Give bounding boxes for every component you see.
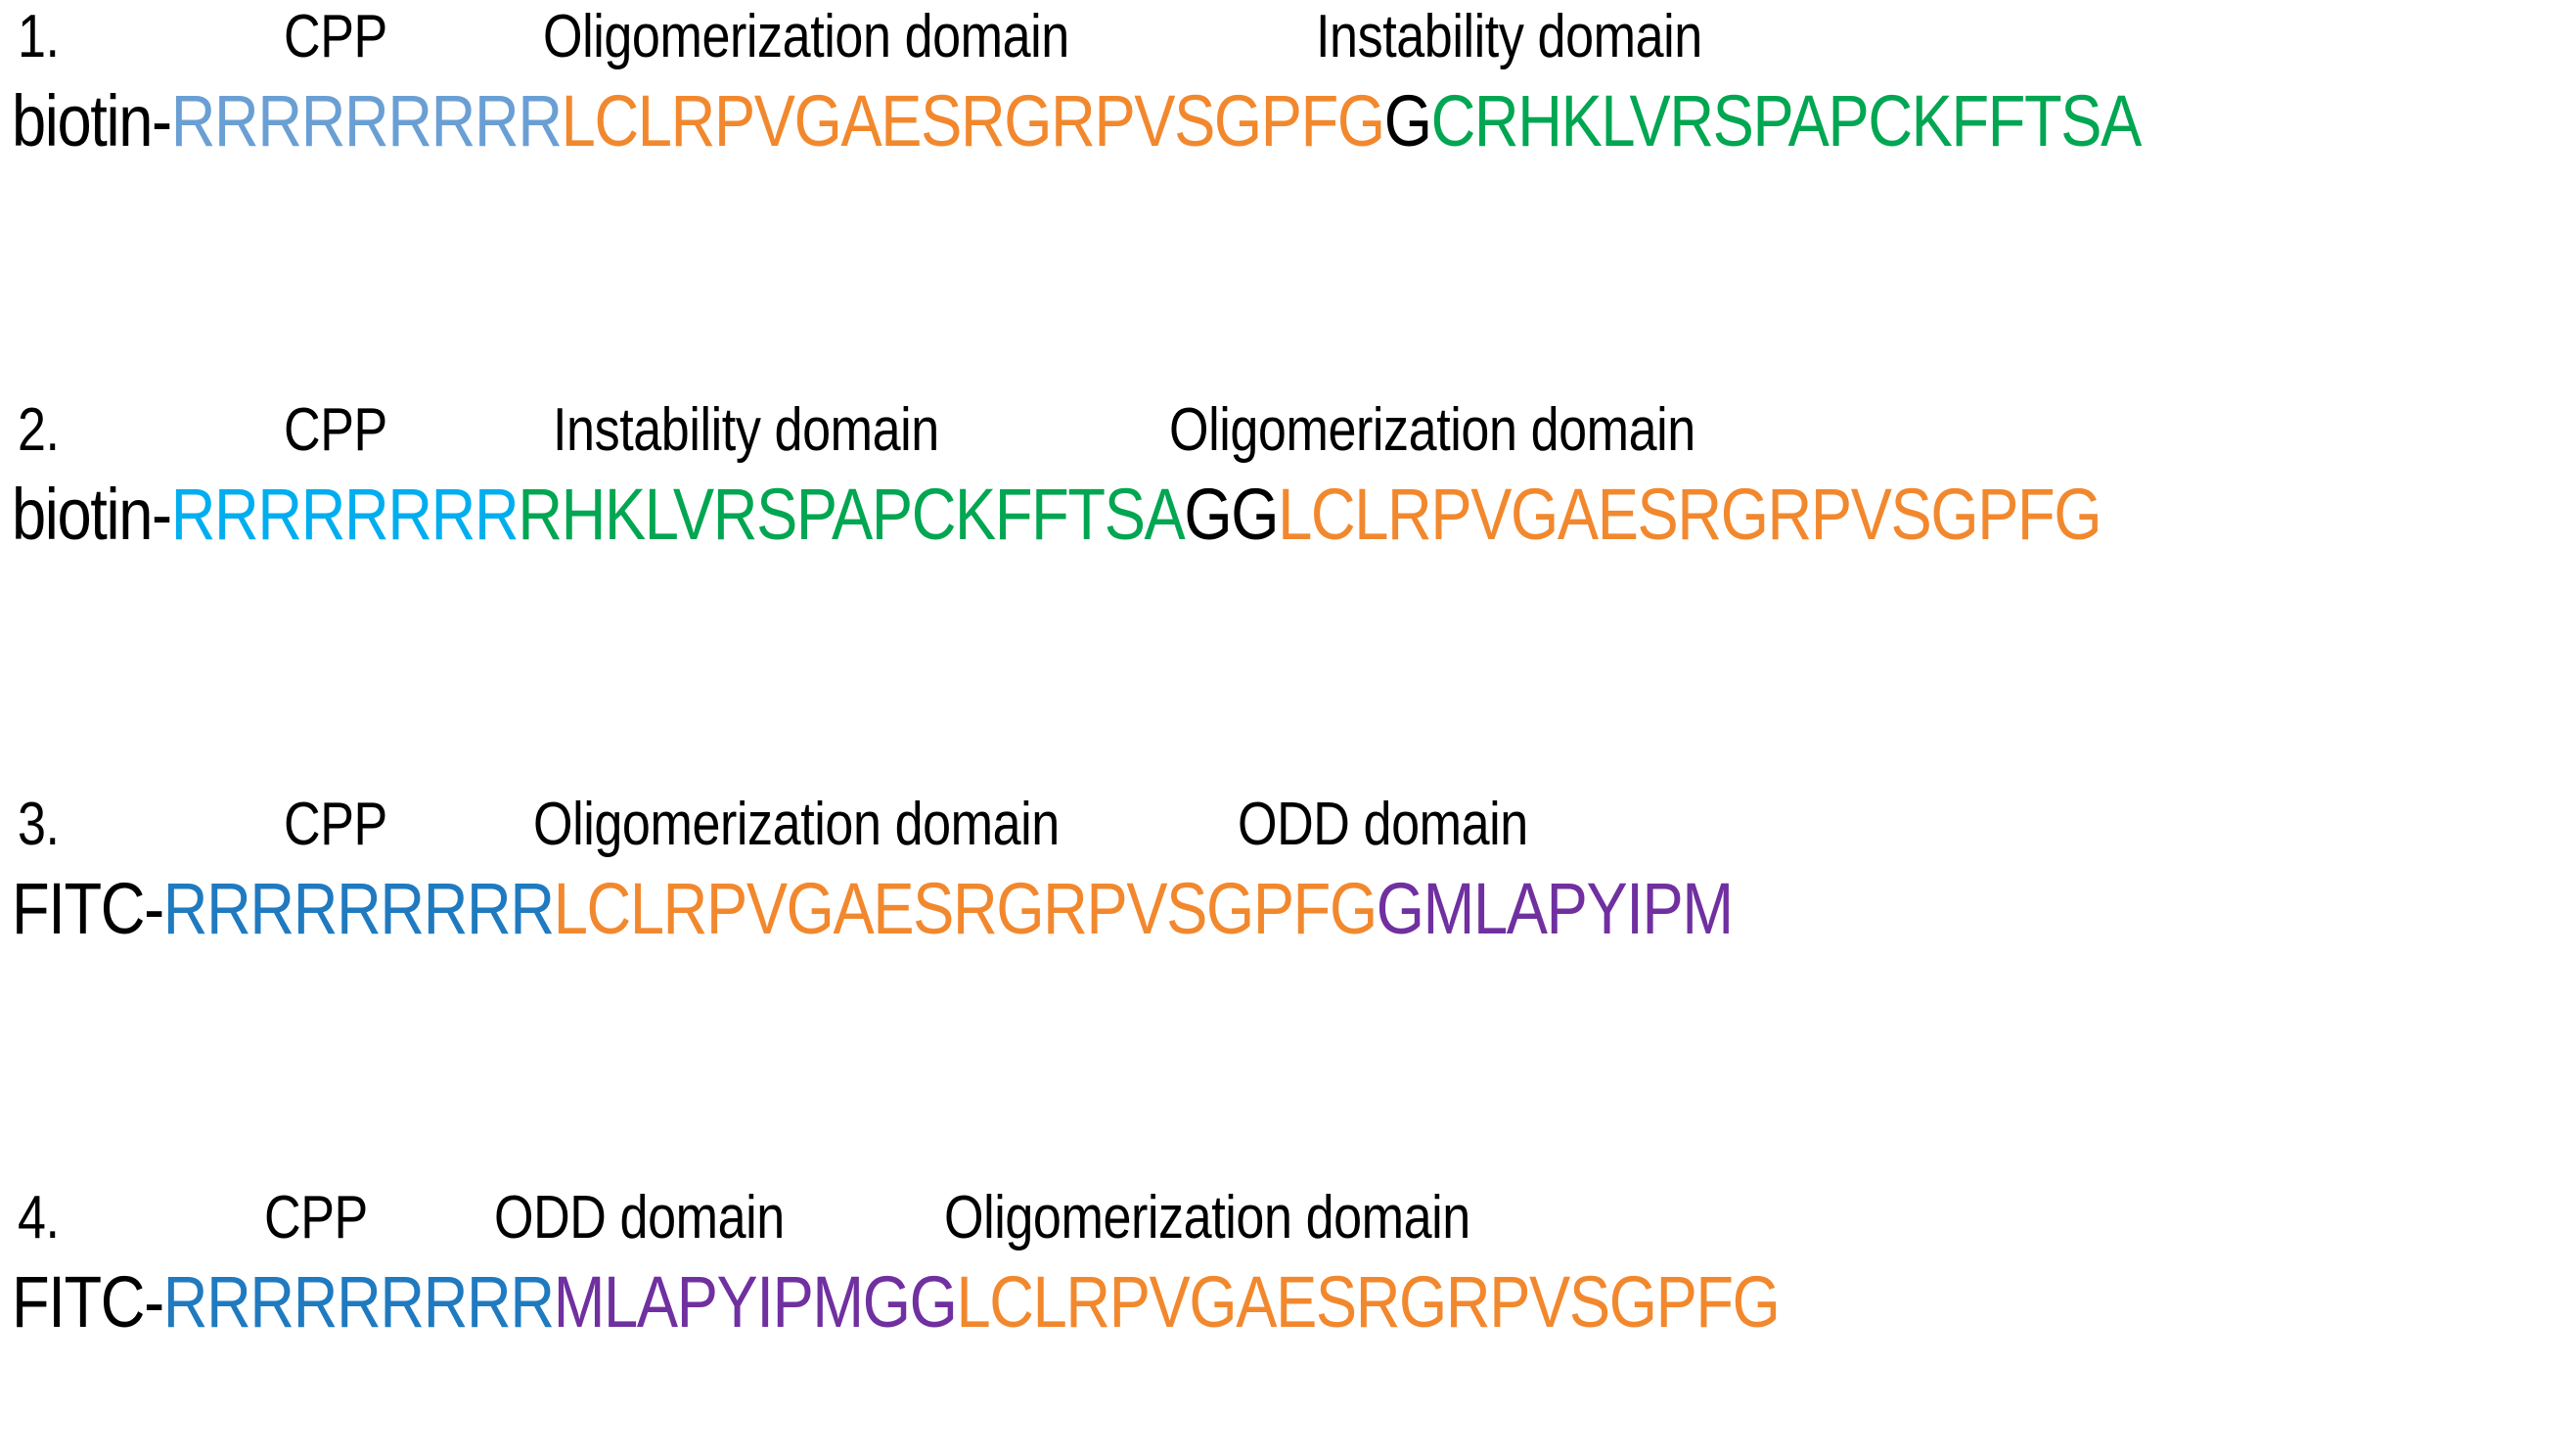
domain-label: CPP — [264, 1184, 368, 1251]
construct-number: 4. — [18, 1184, 60, 1251]
construct-number: 3. — [18, 791, 60, 858]
construct-number: 2. — [18, 396, 60, 464]
sequence-segment-cpp: RRRRRRRRR — [162, 1261, 555, 1342]
construct-label-row: 2. CPP Instability domain Oligomerization d… — [0, 393, 2576, 468]
construct-label-row: 3. CPP Oligomerization domain ODD domain — [0, 788, 2576, 862]
sequence-segment-cpp: RRRRRRRRR — [170, 80, 563, 161]
construct-number: 1. — [18, 3, 60, 70]
peptide-sequence-row: FITC-RRRRRRRRRMLAPYIPMGGLCLRPVGAESRGRPVS… — [0, 1255, 2202, 1349]
peptide-sequence-row: FITC-RRRRRRRRRLCLRPVGAESRGRPVSGPFGGMLAPY… — [0, 862, 2202, 956]
sequence-segment-linker: GG — [862, 1261, 958, 1342]
sequence-segment-n-terminal-tag: FITC- — [11, 1261, 164, 1342]
construct-label-row: 4. CPP ODD domain Oligomerization domain — [0, 1181, 2576, 1255]
domain-label: CPP — [284, 791, 387, 858]
sequence-segment-n-terminal-tag: biotin- — [11, 474, 172, 555]
sequence-segment-n-terminal-tag: FITC- — [11, 868, 164, 949]
domain-label: CPP — [284, 396, 387, 464]
sequence-segment-oligomerization-domain: LCLRPVGAESRGRPVSGPFG — [1278, 474, 2101, 555]
sequence-segment-instability-domain: CRHKLVRSPAPCKFFTSA — [1430, 80, 2143, 161]
domain-label: Oligomerization domain — [1169, 396, 1695, 464]
construct-label-row: 1. CPP Oligomerization domain Instability d… — [0, 0, 2576, 74]
sequence-segment-n-terminal-tag: biotin- — [11, 80, 172, 161]
sequence-segment-oligomerization-domain: LCLRPVGAESRGRPVSGPFG — [561, 80, 1385, 161]
peptide-sequence-row: biotin-RRRRRRRRRHKLVRSPAPCKFFTSAGGLCLRPV… — [0, 468, 2202, 562]
domain-label: Oligomerization domain — [944, 1184, 1470, 1251]
sequence-segment-odd-domain: GMLAPYIPM — [1376, 868, 1734, 949]
peptide-sequence-row: biotin-RRRRRRRRRLCLRPVGAESRGRPVSGPFGGCRH… — [0, 74, 2202, 168]
sequence-segment-cpp: RRRRRRRR — [170, 474, 520, 555]
domain-label: ODD domain — [494, 1184, 785, 1251]
domain-label: Oligomerization domain — [543, 3, 1069, 70]
sequence-segment-oligomerization-domain: LCLRPVGAESRGRPVSGPFG — [553, 868, 1378, 949]
sequence-segment-odd-domain: MLAPYIPM — [553, 1261, 864, 1342]
construct-2: 2. CPP Instability domain Oligomerization d… — [0, 393, 2576, 562]
sequence-segment-linker: G — [1383, 80, 1432, 161]
sequence-segment-cpp: RRRRRRRRR — [162, 868, 555, 949]
domain-label: Instability domain — [553, 396, 939, 464]
domain-label: ODD domain — [1238, 791, 1528, 858]
construct-1: 1. CPP Oligomerization domain Instability d… — [0, 0, 2576, 168]
domain-label: Oligomerization domain — [533, 791, 1060, 858]
sequence-segment-linker: GG — [1184, 474, 1279, 555]
sequence-segment-instability-domain: RHKLVRSPAPCKFFTSA — [518, 474, 1185, 555]
sequence-segment-oligomerization-domain: LCLRPVGAESRGRPVSGPFG — [956, 1261, 1780, 1342]
domain-label: CPP — [284, 3, 387, 70]
domain-label: Instability domain — [1316, 3, 1702, 70]
